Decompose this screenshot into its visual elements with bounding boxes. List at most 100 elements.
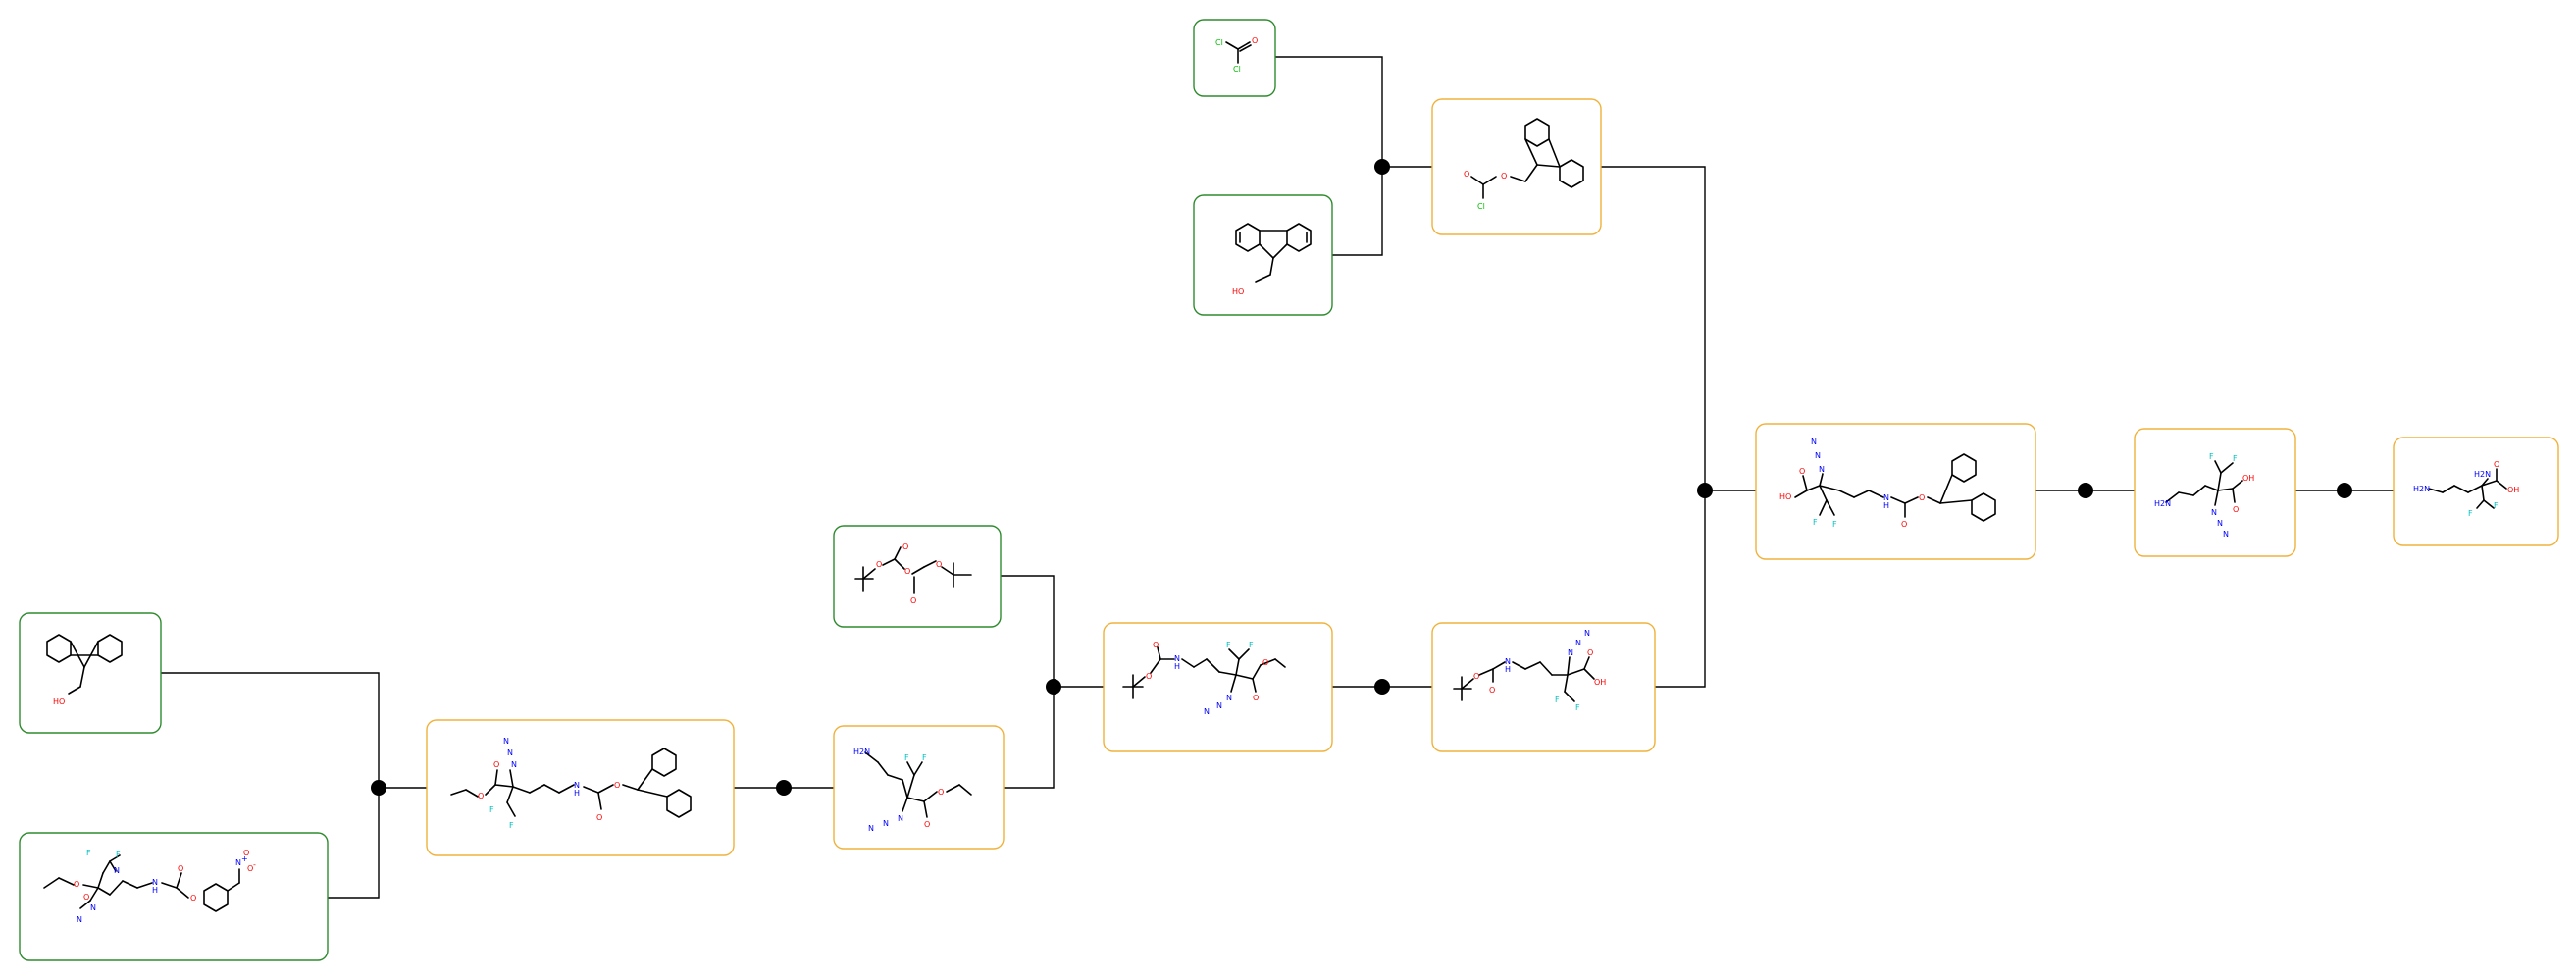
atom-charge-plus: + — [241, 854, 248, 863]
atom-n-1: N — [114, 866, 120, 875]
molecule-nitrophenyl-carbamate: F F O O N N N N H O O N O O + - — [43, 849, 256, 924]
atom-n-1: N — [1226, 694, 1232, 702]
atom-o-1: O — [1473, 672, 1479, 681]
molecule-fmoc-chloride: O O Cl — [1464, 118, 1584, 211]
atom-f-2: F — [1832, 520, 1837, 529]
atom-f-1: F — [489, 805, 494, 814]
box-fmoc-azido-acid[interactable] — [1755, 423, 2036, 560]
atom-n-1: N — [511, 760, 517, 769]
molecule-fluorenylmethanol-top: HO — [1232, 223, 1312, 296]
atom-f-1: F — [904, 753, 909, 762]
atom-oh: OH — [1594, 678, 1606, 687]
atom-o-1: O — [1252, 36, 1258, 45]
atom-oh: HO — [1232, 287, 1244, 296]
box-boc-azido-ester[interactable] — [1103, 622, 1333, 752]
atom-nh: N — [1883, 493, 1889, 502]
atom-f-1: F — [2209, 452, 2214, 461]
atom-o-2: O — [902, 542, 908, 551]
atom-f-2: F — [86, 849, 91, 857]
box-diamino-acid[interactable] — [2393, 437, 2559, 546]
atom-o-3: O — [904, 567, 910, 576]
molecule-boc-anhydride: O O O O O — [854, 542, 972, 605]
atom-h: H — [1505, 665, 1511, 674]
atom-n-2: N — [1216, 701, 1222, 710]
atom-o-3: O — [178, 864, 183, 873]
box-nitrophenyl-carbamate[interactable] — [19, 832, 329, 961]
atom-n-2: N — [883, 819, 889, 828]
connector-boc-anhydride — [1001, 575, 1055, 687]
atom-f-1: F — [1226, 641, 1231, 649]
atom-nh: N — [574, 781, 580, 790]
atom-n-1: N — [898, 814, 903, 823]
atom-o-2: O — [478, 792, 484, 800]
atom-charge-minus: - — [253, 860, 256, 869]
atom-n-1: N — [1568, 648, 1573, 657]
atom-nh: N — [1505, 657, 1511, 666]
reaction-dot-boc — [1046, 679, 1061, 695]
atom-n-2: N — [1815, 451, 1821, 460]
atom-oh: OH — [2242, 474, 2254, 483]
atom-f-1: F — [1813, 518, 1818, 527]
molecule-diamino-acid: H2N H2N O OH F F — [2413, 460, 2519, 518]
atom-o-1: O — [2233, 505, 2239, 514]
atom-h: H — [574, 789, 580, 798]
atom-o-2: O — [1489, 686, 1495, 695]
atom-n-1: N — [2211, 508, 2217, 517]
atom-o-3: O — [1253, 694, 1259, 702]
molecule-amino-azido-ester: H2N F F O O N N N — [853, 748, 972, 833]
atom-h: H — [1174, 662, 1180, 671]
atom-f-2: F — [1575, 703, 1580, 712]
atom-o-3: O — [1587, 648, 1593, 657]
atom-nh2-a: H2N — [2413, 485, 2430, 493]
atom-nh: N — [152, 878, 158, 887]
atom-o-3: O — [1919, 493, 1925, 502]
atom-nh2-b: H2N — [2474, 470, 2491, 479]
connector-nitrophenyl-carbamate — [328, 788, 380, 899]
molecule-amino-azido-acid: H2N F F N N N O OH — [2154, 452, 2254, 539]
molecule-boc-azido-ester: O O N H F F O O N N N — [1122, 641, 1286, 716]
atom-o-1: O — [1146, 672, 1152, 681]
atom-f-2: F — [2494, 501, 2499, 510]
atom-f-1: F — [2468, 509, 2473, 518]
molecule-fmoc-azido-acid: N N N O HO F F N H O O — [1779, 438, 1996, 529]
atom-h: H — [152, 886, 158, 895]
atom-o-2: O — [1901, 520, 1907, 529]
reaction-dot-carbamate — [371, 780, 386, 796]
reaction-dot-fmoc-cl — [1374, 159, 1390, 175]
atom-f-2: F — [1249, 641, 1254, 649]
node-boxes — [19, 19, 2559, 961]
box-boc-azido-acid[interactable] — [1431, 622, 1656, 752]
atom-n-2: N — [507, 748, 513, 757]
atom-o-1: O — [74, 880, 79, 889]
box-boc-anhydride[interactable] — [833, 525, 1002, 628]
connector-fluorenylmethanol-left — [161, 672, 380, 788]
atom-oh: HO — [1779, 492, 1791, 501]
box-fmoc-chloride[interactable] — [1431, 98, 1602, 235]
box-fluorenylmethanol-top[interactable] — [1193, 194, 1333, 316]
reaction-dot-deprotect-2 — [2078, 483, 2093, 498]
connector-fmoc-chloride-out — [1601, 166, 1706, 490]
molecule-boc-azido-acid: O O N H N N N O OH F F — [1453, 629, 1606, 712]
box-fluorenylmethanol-left[interactable] — [19, 612, 162, 734]
connector-lines — [161, 56, 2394, 899]
connector-amino-azido-ester — [1004, 687, 1055, 789]
atom-o-4: O — [190, 894, 196, 903]
atom-n-3: N — [77, 915, 82, 924]
atom-f-2: F — [509, 821, 514, 830]
box-phosgene[interactable] — [1193, 19, 1276, 97]
atom-f-2: F — [922, 753, 927, 762]
atom-f-1: F — [116, 851, 121, 859]
atom-o-4: O — [614, 781, 620, 790]
molecule-phosgene: Cl Cl O — [1215, 36, 1258, 74]
box-amino-azido-acid[interactable] — [2134, 428, 2296, 557]
atom-o-2: O — [83, 893, 89, 902]
box-amino-azido-ester[interactable] — [833, 725, 1005, 850]
atom-no2-o2: O — [247, 864, 253, 873]
atom-o-carbonyl: O — [1464, 170, 1469, 179]
atom-o-5: O — [936, 560, 942, 569]
connector-boc-acid-out — [1655, 490, 1706, 688]
atom-cl: Cl — [1477, 202, 1485, 211]
box-fmoc-azido-ester[interactable] — [426, 719, 735, 856]
atom-o-1: O — [924, 820, 930, 829]
